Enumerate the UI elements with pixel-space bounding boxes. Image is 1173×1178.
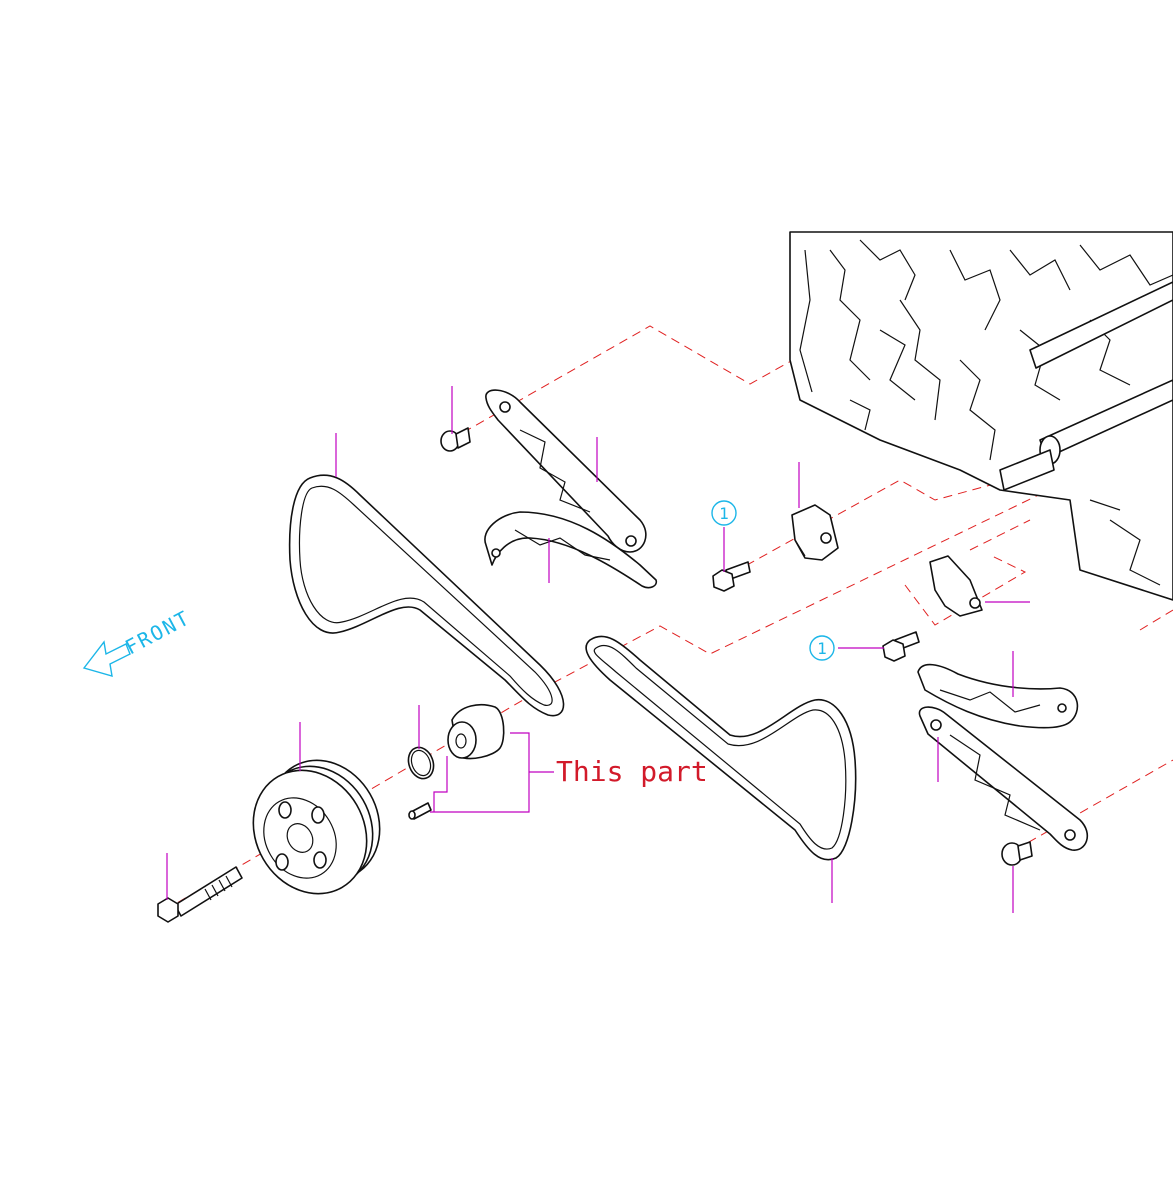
- front-label: FRONT: [121, 605, 194, 659]
- guide-bolt-upper: [440, 427, 471, 452]
- reference-number-upper: 1: [719, 504, 729, 523]
- reference-number-right: 1: [817, 639, 827, 658]
- leader-lines: [166, 386, 1030, 913]
- crankshaft-bolt: [157, 866, 243, 923]
- chain-tensioner-right: [929, 555, 983, 617]
- crank-sprocket: [447, 704, 505, 760]
- this-part-callout: This part: [556, 755, 708, 788]
- front-indicator: FRONT: [82, 605, 194, 677]
- upper-chain-guide: [485, 389, 647, 553]
- tensioner-lever-upper: [484, 511, 658, 589]
- guide-bolt-lower: [1001, 841, 1033, 866]
- engine-block: [789, 231, 1173, 601]
- front-arrow-icon: [82, 640, 131, 677]
- chain-tensioner-center: [791, 504, 839, 561]
- crankshaft-pulley: [252, 759, 381, 895]
- tensioner-bolt-right: [882, 631, 920, 662]
- reference-mark-right: 1: [809, 635, 835, 661]
- tensioner-bolt-center: [712, 561, 751, 592]
- chain-guide-right-upper: [917, 663, 1079, 729]
- woodruff-key-pin: [408, 802, 432, 820]
- o-ring: [407, 746, 435, 780]
- timing-chain-primary: [288, 474, 565, 717]
- reference-mark-upper: 1: [711, 500, 737, 526]
- chain-guide-right-lower: [918, 706, 1089, 851]
- timing-chain-secondary: [585, 635, 857, 861]
